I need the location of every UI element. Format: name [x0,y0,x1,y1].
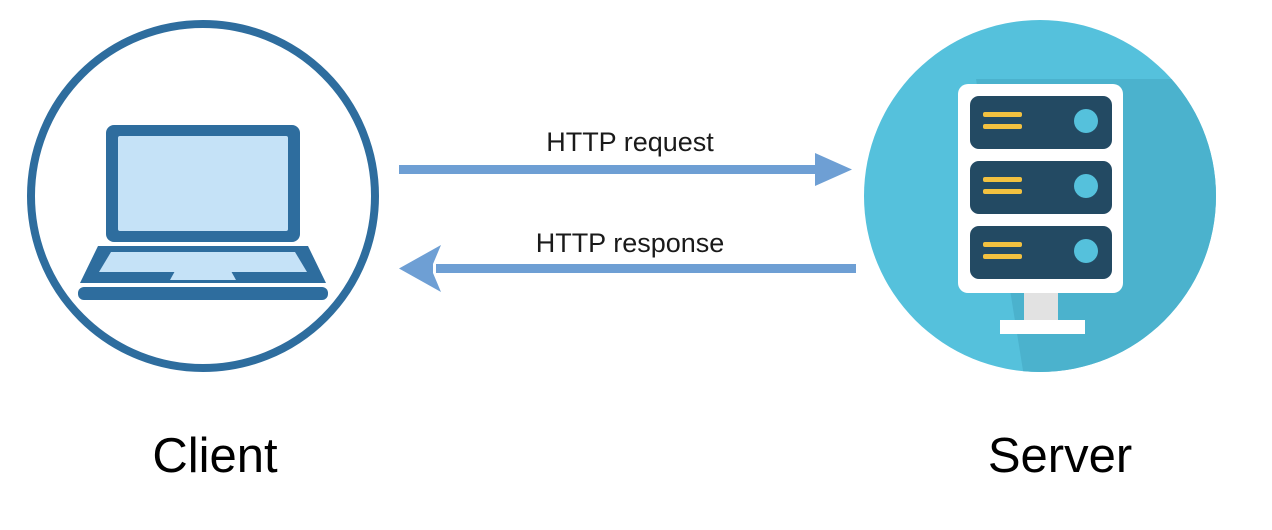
laptop-trackpad [170,271,236,280]
server-led-icon [1074,239,1098,263]
http-response-arrow [399,245,856,292]
server-status-bar-bottom [983,254,1022,259]
server-rack-3 [970,226,1112,279]
client-node [27,20,379,372]
laptop-base-bar [78,287,328,300]
request-arrow-shaft [399,165,819,174]
server-stand-base [1000,320,1085,334]
server-rack-1 [970,96,1112,149]
server-status-bar-bottom [983,124,1022,129]
server-status-bar-top [983,177,1022,182]
server-led-icon [1074,174,1098,198]
http-request-label: HTTP request [546,127,714,157]
response-arrow-shaft [436,264,856,273]
laptop-screen [118,136,288,231]
laptop-icon [78,125,328,300]
response-arrow-head [399,245,441,292]
server-rack-body [970,226,1112,279]
server-status-bar-top [983,112,1022,117]
http-request-arrow [399,153,852,186]
request-arrow-head [815,153,852,186]
http-response-label: HTTP response [535,228,725,258]
server-rack-body [970,161,1112,214]
server-status-bar-bottom [983,189,1022,194]
server-led-icon [1074,109,1098,133]
server-rack-body [970,96,1112,149]
server-rack-2 [970,161,1112,214]
server-stand-neck [1024,293,1058,320]
server-caption: Server [987,429,1133,483]
client-caption: Client [152,429,278,483]
laptop-keyboard-surface [99,252,307,272]
server-status-bar-top [983,242,1022,247]
